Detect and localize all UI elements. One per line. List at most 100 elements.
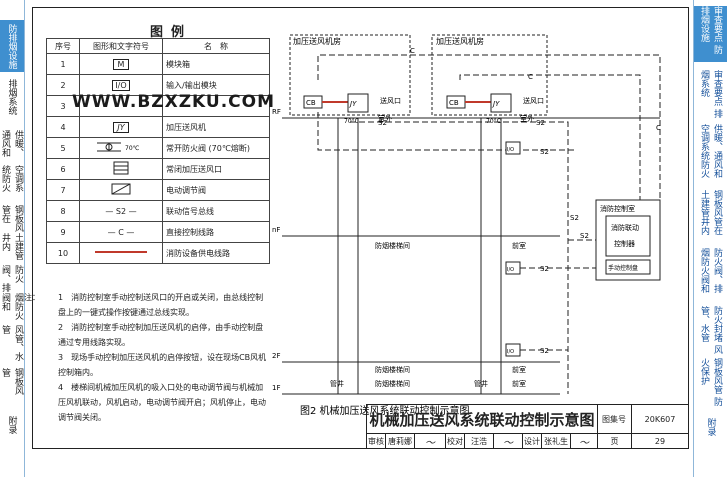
note-text: 3 现场手动控制加压送风机的启停按钮，设在现场CB风机控制箱内。 [58,353,267,377]
io-label: I/O [507,147,514,153]
right-tab-firestop[interactable]: 防火封堵 风管、水管 [694,306,727,354]
right-tab-review-smoke[interactable]: 审查要点 防排烟设施 [694,6,727,62]
page-label: 页 [598,434,632,448]
fan-room-left-label: 加压送风机房 [293,36,341,46]
damper-temp: 70℃ [125,145,140,152]
right-tab-review-exhaust[interactable]: 审查要点 排烟系统 [694,70,727,120]
left-tab-smoke-facilities[interactable]: 防排烟设施 [0,20,24,72]
right-tab-label: 防火封堵 风管、水管 [699,306,722,354]
left-tab-label: 供暖、通风和 [0,130,23,157]
io-module-box [505,141,521,155]
right-tab-hvac[interactable]: 供暖、通风和 空调系统防火 [694,124,727,188]
right-nav-strip: 审查要点 防排烟设施 审查要点 排烟系统 供暖、通风和 空调系统防火 钢板风管在… [693,0,727,477]
control-room-label: 消防控制室 [600,204,635,213]
control-line-label: C [528,73,533,81]
check-label: 校对 [446,434,465,448]
control-line-label: C [656,124,661,132]
left-tab-label: 防排烟设施 [6,23,17,69]
right-tab-label: 防火阀、排 烟防火阀和 [699,248,722,293]
legend-row: 2 I/O 输入/输出模块 [46,74,270,96]
left-tab-label: 排烟系统 [6,79,17,115]
drawing-frame [32,7,689,449]
anteroom-label: 前室 [512,379,526,388]
shaft-label: 管井 [330,379,344,388]
damper-label: 70°C [486,118,501,125]
floor-label-2f: 2F [272,352,280,360]
anteroom-label: 前室 [512,241,526,250]
duct-shaft-right [480,117,502,395]
fire-control-room [595,199,661,281]
bus-riser [540,121,569,394]
fire-damper-icon: 70℃ [97,142,140,152]
left-tab-duct-shaft[interactable]: 钢板风管在土建管井内 [0,205,24,261]
left-tab-label: 防火阀、排 [0,265,23,292]
right-tab-label: 附录 [705,418,716,436]
legend-row: 10 消防设备供电线路 [46,242,270,264]
right-tab-label: 钢板风管 防火保护 [699,358,722,406]
outlet-label: 送风口 [380,96,401,105]
legend-row: 7 电动调节阀 [46,179,270,201]
linkage-controller [605,215,651,257]
note-text: 2 消防控制室手动控制加压送风机的启停，由手动控制盘通过专用线路实现。 [58,323,264,347]
designer-signature: 〜 [571,434,598,449]
left-tab-smoke-exhaust[interactable]: 排烟系统 [0,78,24,116]
fan-label: JY [348,100,357,108]
checker-name: 汪浩 [465,434,494,448]
atlas-number: 20K607 [632,405,688,434]
legend-row: 9 — C — 直接控制线路 [46,221,270,243]
watermark: WWW.BZXZKU.COM [72,92,276,112]
legend-row: 5 70℃ 常开防火阀 (70℃熔断) [46,137,270,159]
note-item: 4 楼梯间机械加压风机的吸入口处的电动调节阀与机械加压风机联动，风机启动，电动调… [46,380,271,425]
stair-label: 防烟楼梯间 [375,241,410,250]
left-tab-label: 土建管井内 [0,233,23,260]
note-item: 注：1 消防控制室手动控制送风口的开启或关闭，由总线控制盘上的一键式操作按键通过… [24,290,271,320]
floor-label-1f: 1F [272,384,280,392]
page-number: 29 [654,436,666,446]
left-nav-strip: 防排烟设施 排烟系统 供暖、通风和空调系统防火 钢板风管在土建管井内 防火阀、排… [0,0,25,477]
power-line-icon [95,251,147,253]
bus-label: S2 [540,265,549,273]
anteroom-label: 前室 [512,365,526,374]
control-line-right [459,74,641,200]
left-tab-steel-duct[interactable]: 钢板风管 [0,368,24,402]
designer-name: 张礼生 [542,434,571,448]
right-tab-fire-damper[interactable]: 防火阀、排 烟防火阀和 [694,248,727,304]
right-tab-label: 审查要点 排烟系统 [699,70,722,118]
review-label: 审核 [367,434,386,448]
bus-label: S2 [570,214,579,222]
left-tab-fire-damper[interactable]: 防火阀、排烟防火阀和 [0,265,24,321]
right-tab-label: 审查要点 防排烟设施 [699,6,722,54]
note-item: 3 现场手动控制加压送风机的启停按钮，设在现场CB风机控制箱内。 [46,350,271,380]
stair-label: 防烟楼梯间 [375,379,410,388]
reviewer-signature: 〜 [415,434,446,449]
note-text: 1 消防控制室手动控制送风口的开启或关闭，由总线控制盘上的一键式操作按键通过总线… [58,293,264,317]
io-label: I/O [507,267,514,273]
legend-header-row: 序号 图形和文字符号 名 称 [46,38,270,54]
cb-label: CB [449,99,459,107]
right-tab-appendix[interactable]: 附录 [694,412,727,442]
legend-symbol-electric-valve [79,179,163,201]
left-tab-appendix[interactable]: 附录 [0,410,24,440]
right-tab-duct-shaft[interactable]: 钢板风管在 土建管井内 [694,190,727,246]
right-tab-duct-protection[interactable]: 钢板风管 防火保护 [694,358,727,406]
bus-line [317,112,574,151]
left-tab-label: 风管、水管 [0,325,23,361]
fan-room-right-label: 加压送风机房 [436,36,484,46]
control-line-label: C [410,47,415,55]
legend-table: 序号 图形和文字符号 名 称 1 M 模块箱 2 I/O 输入/输出模块 3 4… [46,38,270,264]
bus-label: S2 [540,347,549,355]
left-tab-label: 空调系统防火 [0,165,23,192]
bus-label: S2 [378,119,387,127]
left-tab-label: 烟防火阀和 [0,293,23,320]
note-text: 4 楼梯间机械加压风机的吸入口处的电动调节阀与机械加压风机联动，风机启动，电动调… [58,383,266,422]
left-tab-label: 钢板风管 [0,368,23,395]
right-tab-label: 钢板风管在 土建管井内 [699,190,722,235]
reviewer-name: 唐莉娜 [386,434,415,448]
left-tab-hvac[interactable]: 供暖、通风和空调系统防火 [0,130,24,200]
manual-panel [605,259,651,275]
legend-name: 消防设备供电线路 [162,242,270,264]
checker-signature: 〜 [494,434,523,449]
left-tab-pipes[interactable]: 风管、水管 [0,325,24,365]
title-block: 机械加压送风系统联动控制示意图 图集号 20K607 审核 唐莉娜 〜 校对 汪… [366,404,689,449]
